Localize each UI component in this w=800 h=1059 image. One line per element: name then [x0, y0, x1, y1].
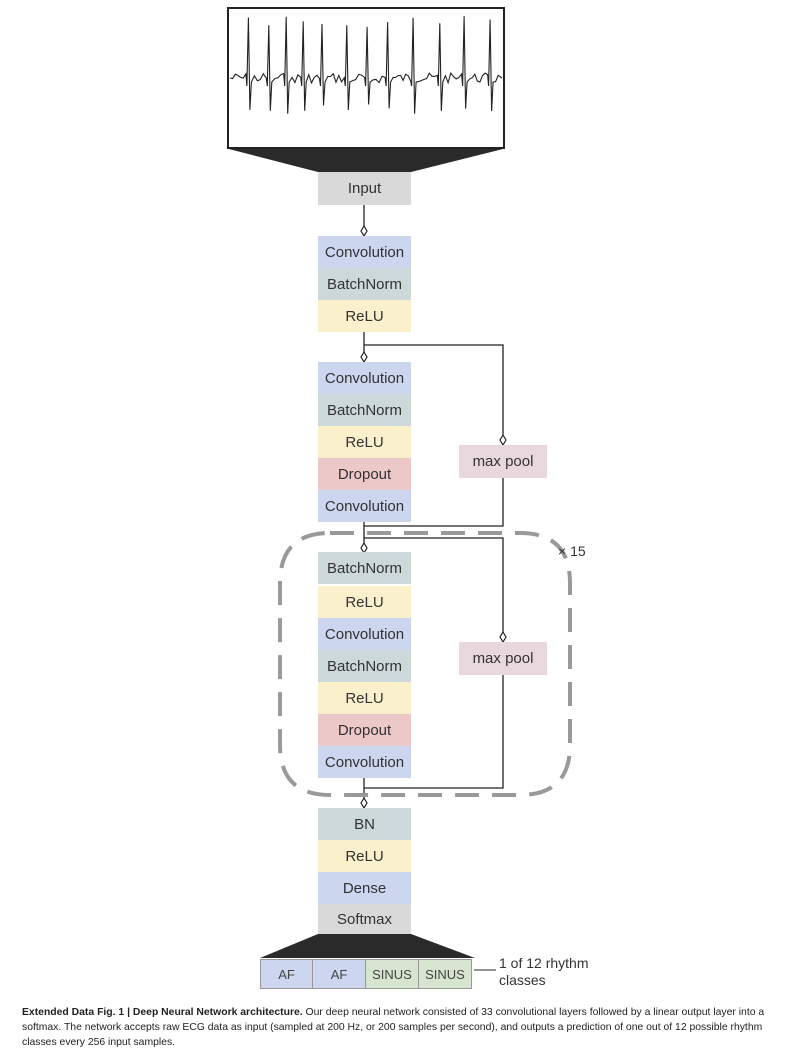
dropout-layer: Dropout: [318, 714, 411, 746]
max-pool-block: max pool: [459, 642, 547, 675]
caption-title: Extended Data Fig. 1 | Deep Neural Netwo…: [22, 1007, 303, 1018]
output-class: AF: [260, 959, 313, 989]
conv-layer: Convolution: [318, 490, 411, 522]
batchnorm-layer: BatchNorm: [318, 268, 411, 300]
softmax-layer: Softmax: [318, 904, 411, 934]
architecture-diagram: [227, 7, 572, 971]
output-class: AF: [312, 959, 366, 989]
output-note-line2: classes: [499, 972, 546, 988]
relu-layer: ReLU: [318, 586, 411, 618]
figure-caption: Extended Data Fig. 1 | Deep Neural Netwo…: [22, 1005, 784, 1050]
batchnorm-layer: BatchNorm: [318, 552, 411, 584]
repeat-region: [278, 531, 572, 797]
batchnorm-layer: BatchNorm: [318, 650, 411, 682]
repeat-count-label: × 15: [558, 543, 586, 559]
conv-layer: Convolution: [318, 236, 411, 268]
conv-layer: Convolution: [318, 618, 411, 650]
dense-layer: Dense: [318, 872, 411, 904]
output-note-line1: 1 of 12 rhythm: [499, 955, 589, 971]
conv-layer: Convolution: [318, 362, 411, 394]
output-funnel: [260, 934, 475, 958]
relu-layer: ReLU: [318, 682, 411, 714]
relu-layer: ReLU: [318, 840, 411, 872]
dropout-layer: Dropout: [318, 458, 411, 490]
output-class: SINUS: [365, 959, 419, 989]
ecg-waveform: [229, 16, 503, 114]
input-block: Input: [318, 172, 411, 205]
batchnorm-layer: BatchNorm: [318, 394, 411, 426]
output-class: SINUS: [418, 959, 472, 989]
output-note: 1 of 12 rhythm classes: [499, 955, 589, 989]
conv-layer: Convolution: [318, 746, 411, 778]
relu-layer: ReLU: [318, 426, 411, 458]
caption-body: Our deep neural network consisted of 33 …: [22, 1007, 765, 1048]
input-funnel: [229, 149, 503, 172]
max-pool-block: max pool: [459, 445, 547, 478]
relu-layer: ReLU: [318, 300, 411, 332]
bn-layer: BN: [318, 808, 411, 840]
